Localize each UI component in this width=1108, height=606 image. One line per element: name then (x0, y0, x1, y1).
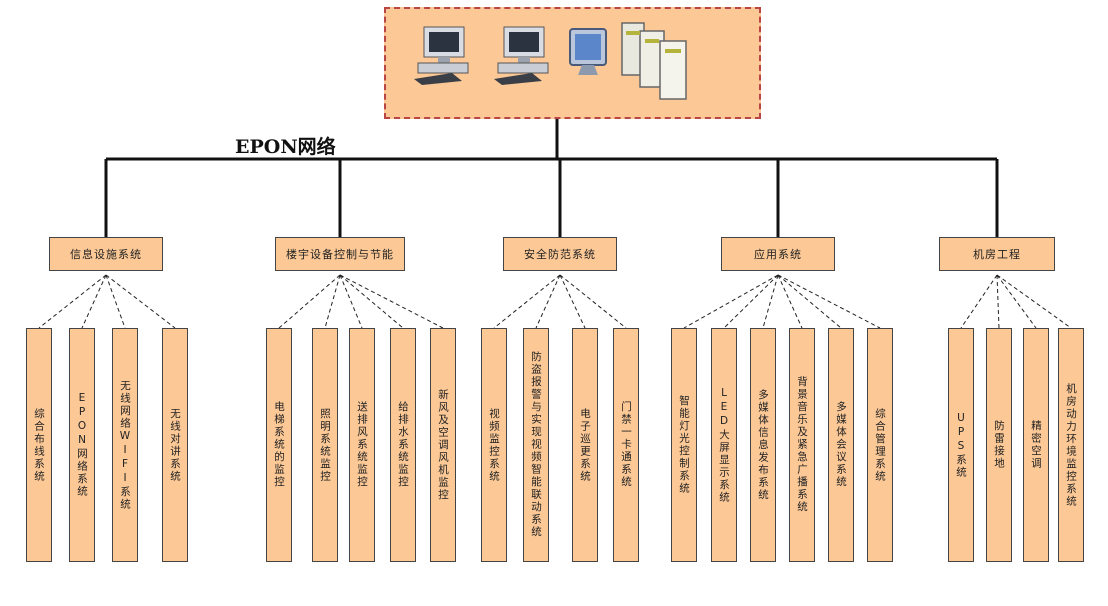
subsystem-label: 视频监控系统 (488, 407, 500, 483)
subsystem-label: 无线对讲系统 (169, 407, 181, 483)
subsystem-label: 智能灯光控制系统 (678, 395, 690, 495)
subsystem-box: 给排水系统监控 (390, 328, 416, 562)
group-header: 楼宇设备控制与节能 (275, 237, 405, 271)
subsystem-label: 防盗报警与实现视频智能联动系统 (530, 351, 542, 539)
subsystem-box: 无线网络WIFI系统 (112, 328, 138, 562)
subsystem-box: 综合布线系统 (26, 328, 52, 562)
subsystem-box: 背景音乐及紧急广播系统 (789, 328, 815, 562)
subsystem-label: 精密空调 (1030, 420, 1042, 470)
subsystem-box: UPS系统 (948, 328, 974, 562)
group-header: 应用系统 (721, 237, 835, 271)
group-header: 安全防范系统 (503, 237, 617, 271)
subsystem-box: 视频监控系统 (481, 328, 507, 562)
subsystem-label: 防雷接地 (993, 420, 1005, 470)
subsystem-box: 门禁一卡通系统 (613, 328, 639, 562)
group-header: 信息设施系统 (49, 237, 163, 271)
subsystem-box: EPON网络系统 (69, 328, 95, 562)
subsystem-label: 给排水系统监控 (397, 401, 409, 489)
subsystem-box: 防盗报警与实现视频智能联动系统 (523, 328, 549, 562)
subsystem-label: 综合管理系统 (874, 407, 886, 483)
subsystem-box: 综合管理系统 (867, 328, 893, 562)
subsystem-label: 背景音乐及紧急广播系统 (796, 376, 808, 514)
subsystem-box: 多媒体信息发布系统 (750, 328, 776, 562)
subsystem-label: 综合布线系统 (33, 407, 45, 483)
network-label: EPON网络 (235, 136, 336, 158)
subsystem-label: 多媒体信息发布系统 (757, 388, 769, 502)
group-header: 机房工程 (939, 237, 1055, 271)
server-rack-icon (621, 22, 687, 100)
subsystem-label: 无线网络WIFI系统 (119, 379, 131, 511)
subsystem-label: LED大屏显示系统 (718, 386, 730, 504)
subsystem-label: 电子巡更系统 (579, 407, 591, 483)
server-workstation-group (384, 7, 761, 119)
subsystem-box: LED大屏显示系统 (711, 328, 737, 562)
subsystem-label: 新风及空调风机监控 (437, 388, 449, 502)
subsystem-label: 照明系统监控 (319, 407, 331, 483)
subsystem-label: 多媒体会议系统 (835, 401, 847, 489)
subsystem-label: 机房动力环境监控系统 (1065, 382, 1077, 508)
subsystem-box: 照明系统监控 (312, 328, 338, 562)
subsystem-label: 门禁一卡通系统 (620, 401, 632, 489)
subsystem-label: 送排风系统监控 (356, 401, 368, 489)
subsystem-box: 无线对讲系统 (162, 328, 188, 562)
subsystem-box: 电子巡更系统 (572, 328, 598, 562)
subsystem-box: 送排风系统监控 (349, 328, 375, 562)
subsystem-box: 多媒体会议系统 (828, 328, 854, 562)
subsystem-box: 新风及空调风机监控 (430, 328, 456, 562)
subsystem-box: 智能灯光控制系统 (671, 328, 697, 562)
subsystem-label: UPS系统 (955, 411, 967, 479)
subsystem-box: 防雷接地 (986, 328, 1012, 562)
desktop-computer-icon (494, 26, 549, 85)
monitor-icon (569, 28, 607, 75)
subsystem-box: 电梯系统的监控 (266, 328, 292, 562)
subsystem-label: 电梯系统的监控 (273, 401, 285, 489)
subsystem-box: 精密空调 (1023, 328, 1049, 562)
subsystem-label: EPON网络系统 (76, 392, 88, 498)
subsystem-box: 机房动力环境监控系统 (1058, 328, 1084, 562)
desktop-computer-icon (414, 26, 469, 85)
